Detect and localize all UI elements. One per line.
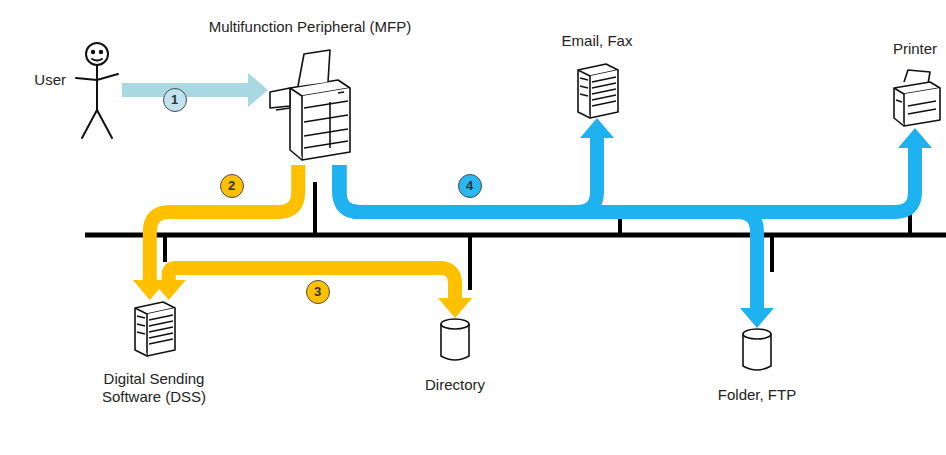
- callout-number: 3: [306, 280, 330, 304]
- label-text: Printer: [893, 40, 937, 57]
- label-text: Digital Sending Software (DSS): [102, 370, 206, 405]
- arrow-head: [580, 118, 614, 138]
- email-fax-server: Email, Fax: [576, 62, 618, 118]
- user-icon: [72, 40, 122, 140]
- label-text: User: [34, 71, 66, 88]
- flow-arrow: [152, 268, 472, 318]
- flow-arrow: [339, 128, 932, 212]
- callout-text: 4: [466, 178, 473, 193]
- folder-ftp-store: Folder, FTP: [742, 328, 772, 372]
- arrow-shaft: [339, 137, 597, 212]
- flow-arrow: [133, 165, 298, 300]
- node-label: User: [16, 71, 66, 89]
- node-label: Digital Sending Software (DSS): [79, 370, 229, 406]
- arrow-shaft: [339, 147, 915, 212]
- callout-number: 2: [220, 174, 244, 198]
- label-text: Email, Fax: [562, 32, 633, 49]
- node-label: Multifunction Peripheral (MFP): [180, 18, 440, 36]
- server-icon: [576, 62, 618, 118]
- db-icon: [440, 318, 470, 362]
- mfp-device: Multifunction Peripheral (MFP): [268, 48, 352, 165]
- label-text: Folder, FTP: [718, 386, 796, 403]
- directory-store: Directory: [440, 318, 470, 362]
- node-label: Printer: [880, 40, 946, 58]
- mfp-icon: [268, 48, 352, 165]
- db-icon: [742, 328, 772, 372]
- flow-arrow: [339, 165, 774, 328]
- callout-text: 1: [171, 92, 178, 107]
- node-label: Directory: [405, 376, 505, 394]
- callout-text: 3: [314, 284, 321, 299]
- callout-number: 1: [163, 88, 187, 112]
- user-figure: User: [72, 40, 122, 140]
- arrow-shaft: [339, 165, 757, 309]
- arrow-head: [898, 128, 932, 148]
- flow-arrow: [339, 118, 614, 212]
- server-icon: [133, 300, 175, 356]
- label-text: Multifunction Peripheral (MFP): [209, 18, 412, 35]
- flow-arrow: [122, 73, 268, 107]
- node-label: Email, Fax: [547, 32, 647, 50]
- bus-line: [85, 233, 946, 238]
- arrow-head: [740, 308, 774, 328]
- arrow-head: [152, 280, 186, 300]
- callout-number: 4: [458, 174, 482, 198]
- arrow-head: [248, 73, 268, 107]
- label-text: Directory: [425, 376, 485, 393]
- node-label: Folder, FTP: [702, 386, 812, 404]
- printer-icon: [890, 70, 940, 128]
- callout-text: 2: [228, 178, 235, 193]
- printer-device: Printer: [890, 70, 940, 128]
- dss-server: Digital Sending Software (DSS): [133, 300, 175, 356]
- arrow-head: [438, 298, 472, 318]
